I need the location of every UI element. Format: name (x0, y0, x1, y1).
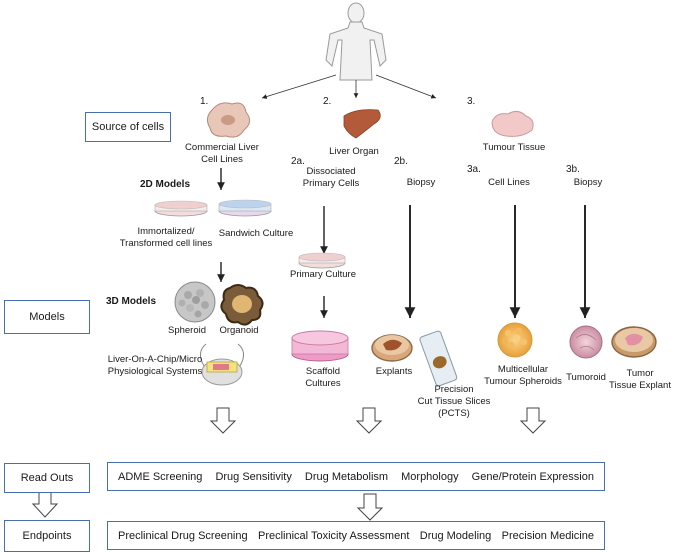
dissociated-primary-cells-label: Dissociated Primary Cells (302, 166, 360, 189)
models-label: Models (29, 311, 65, 323)
source-number-3: 3. (467, 96, 476, 107)
organoid-lumen (232, 295, 252, 313)
readout-item: Morphology (401, 470, 459, 483)
arrow-body-to-1 (261, 74, 337, 99)
biopsy-3b-label: Biopsy (573, 177, 603, 188)
immortalized-dish-icon (154, 200, 208, 217)
sub-number-2a: 2a. (291, 156, 305, 167)
readout-item: Drug Metabolism (304, 470, 389, 483)
tumour-tissue-label: Tumour Tissue (482, 142, 546, 153)
tumoroid-label: Tumoroid (566, 372, 606, 383)
primary-culture-dish-icon (298, 252, 346, 269)
hollow-arrow-middle (355, 407, 383, 434)
explant-dish-icon (371, 334, 413, 362)
endpoints-list-box: Preclinical Drug Screening Preclinical T… (107, 521, 605, 550)
endpoint-item: Precision Medicine (501, 529, 594, 542)
endpoint-item: Preclinical Drug Screening (118, 529, 248, 542)
readouts-label: Read Outs (20, 472, 74, 484)
readout-item: ADME Screening (118, 470, 203, 483)
sub-number-3b: 3b. (566, 164, 580, 175)
sandwich-culture-label: Sandwich Culture (218, 228, 294, 239)
pcts-slide-icon (419, 330, 458, 387)
endpoint-item: Drug Modeling (419, 529, 492, 542)
cell-lines-label: Cell Lines (488, 177, 530, 188)
spheroid-icon (174, 281, 216, 323)
commercial-cell-lines-label: Commercial Liver Cell Lines (185, 142, 259, 165)
tumoroid-icon (569, 325, 603, 359)
readouts-list-box: ADME Screening Drug Sensitivity Drug Met… (107, 462, 605, 491)
sandwich-culture-dish-icon (218, 199, 272, 217)
readouts-box: Read Outs (4, 463, 90, 493)
readout-item: Drug Sensitivity (215, 470, 292, 483)
source-of-cells-label: Source of cells (91, 121, 165, 133)
2d-models-title: 2D Models (140, 179, 191, 190)
hollow-arrow-readouts-to-endpoints (31, 491, 59, 518)
explants-label: Explants (375, 366, 413, 377)
endpoints-label: Endpoints (22, 530, 72, 542)
multicellular-spheroid-icon (497, 322, 533, 358)
biopsy-2b-label: Biopsy (406, 177, 436, 188)
sub-number-3a: 3a. (467, 164, 481, 175)
liver-on-chip-label: Liver-On-A-Chip/Micro Physiological Syst… (107, 354, 203, 377)
hollow-arrow-right (519, 407, 547, 434)
human-body-icon (325, 2, 387, 81)
arrow-body-to-3 (375, 74, 437, 99)
tumour-tissue-icon (491, 110, 534, 137)
liver-on-chip-icon (200, 343, 244, 386)
sub-number-2b: 2b. (394, 156, 408, 167)
primary-culture-label: Primary Culture (290, 269, 356, 280)
source-of-cells-box: Source of cells (85, 112, 171, 142)
pcts-label: Precision Cut Tissue Slices (PCTS) (417, 384, 491, 419)
liver-organ-label: Liver Organ (329, 146, 379, 157)
scaffold-cultures-label: Scaffold Cultures (305, 366, 341, 389)
endpoint-item: Preclinical Toxicity Assessment (257, 529, 410, 542)
source-number-1: 1. (200, 96, 209, 107)
models-box: Models (4, 300, 90, 334)
hepatocyte-cell-icon (206, 102, 250, 138)
liver-organ-icon (343, 109, 381, 139)
endpoints-box: Endpoints (4, 520, 90, 552)
organoid-label: Organoid (219, 325, 259, 336)
spheroid-label: Spheroid (167, 325, 207, 336)
readout-item: Gene/Protein Expression (471, 470, 594, 483)
immortalized-label: Immortalized/ Transformed cell lines (119, 226, 213, 249)
scaffold-culture-icon (291, 330, 349, 362)
source-number-2: 2. (323, 96, 332, 107)
tumor-tissue-explant-label: Tumor Tissue Explant (609, 368, 671, 391)
hollow-arrow-left (209, 407, 237, 434)
hollow-arrow-center-overlap (356, 493, 384, 521)
3d-models-title: 3D Models (106, 296, 157, 307)
tumor-explant-dish-icon (611, 326, 657, 358)
multicellular-spheroids-label: Multicellular Tumour Spheroids (484, 364, 562, 387)
